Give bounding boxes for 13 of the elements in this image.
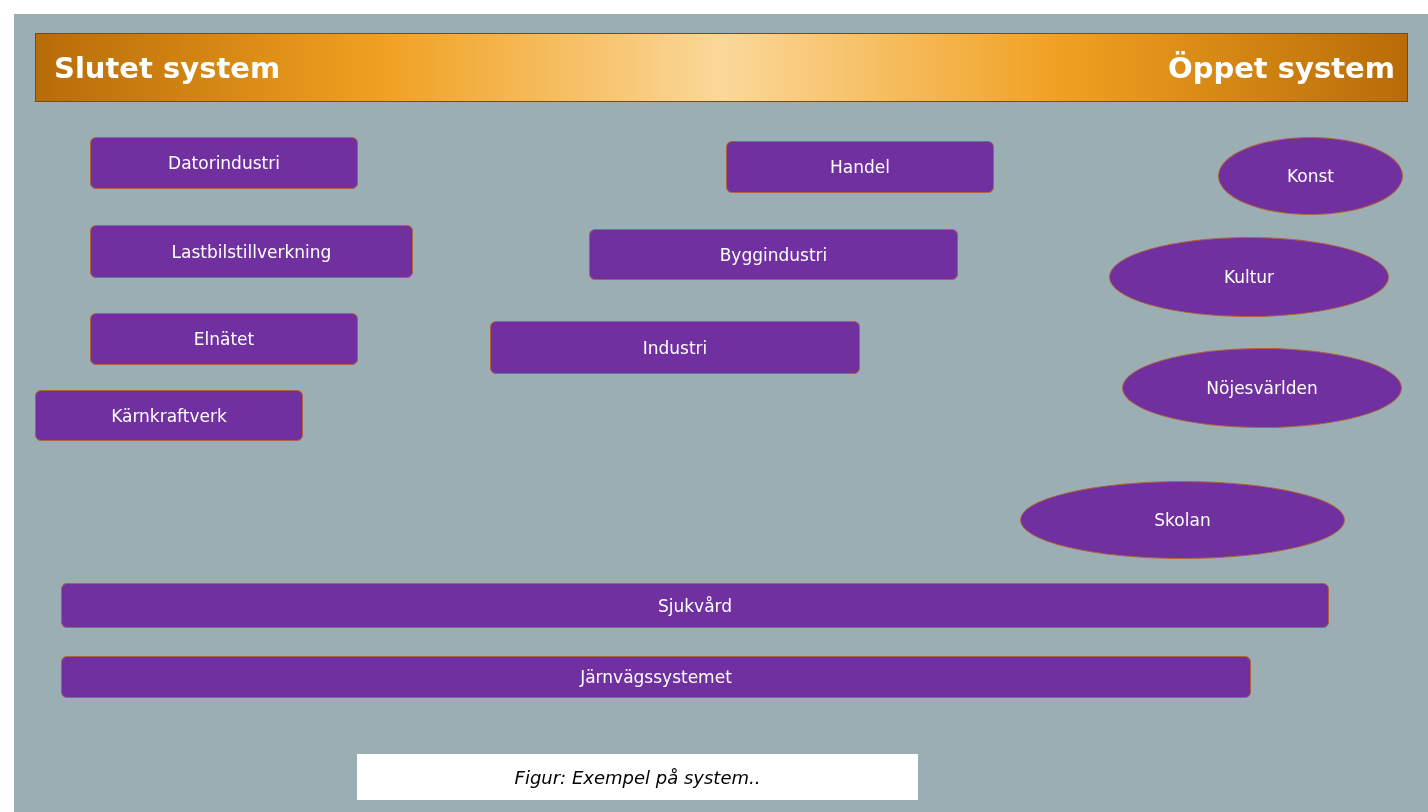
category-label: Byggindustri: [589, 229, 958, 280]
category-label: Lastbilstillverkning: [90, 225, 413, 278]
header-title: Slutet system: [54, 50, 281, 85]
header-band: [35, 33, 1408, 102]
category-label: Elnätet: [90, 313, 358, 365]
category-label: Handel: [726, 141, 994, 193]
category-label: Järnvägssystemet: [61, 656, 1251, 698]
category-label: Kärnkraftverk: [35, 390, 303, 441]
category-label: Datorindustri: [90, 137, 358, 189]
figure-caption: Figur: Exempel på system..: [357, 754, 918, 800]
category-label: Sjukvård: [61, 583, 1329, 628]
header-title: Öppet system: [1168, 50, 1395, 85]
category-label: Industri: [490, 321, 860, 374]
